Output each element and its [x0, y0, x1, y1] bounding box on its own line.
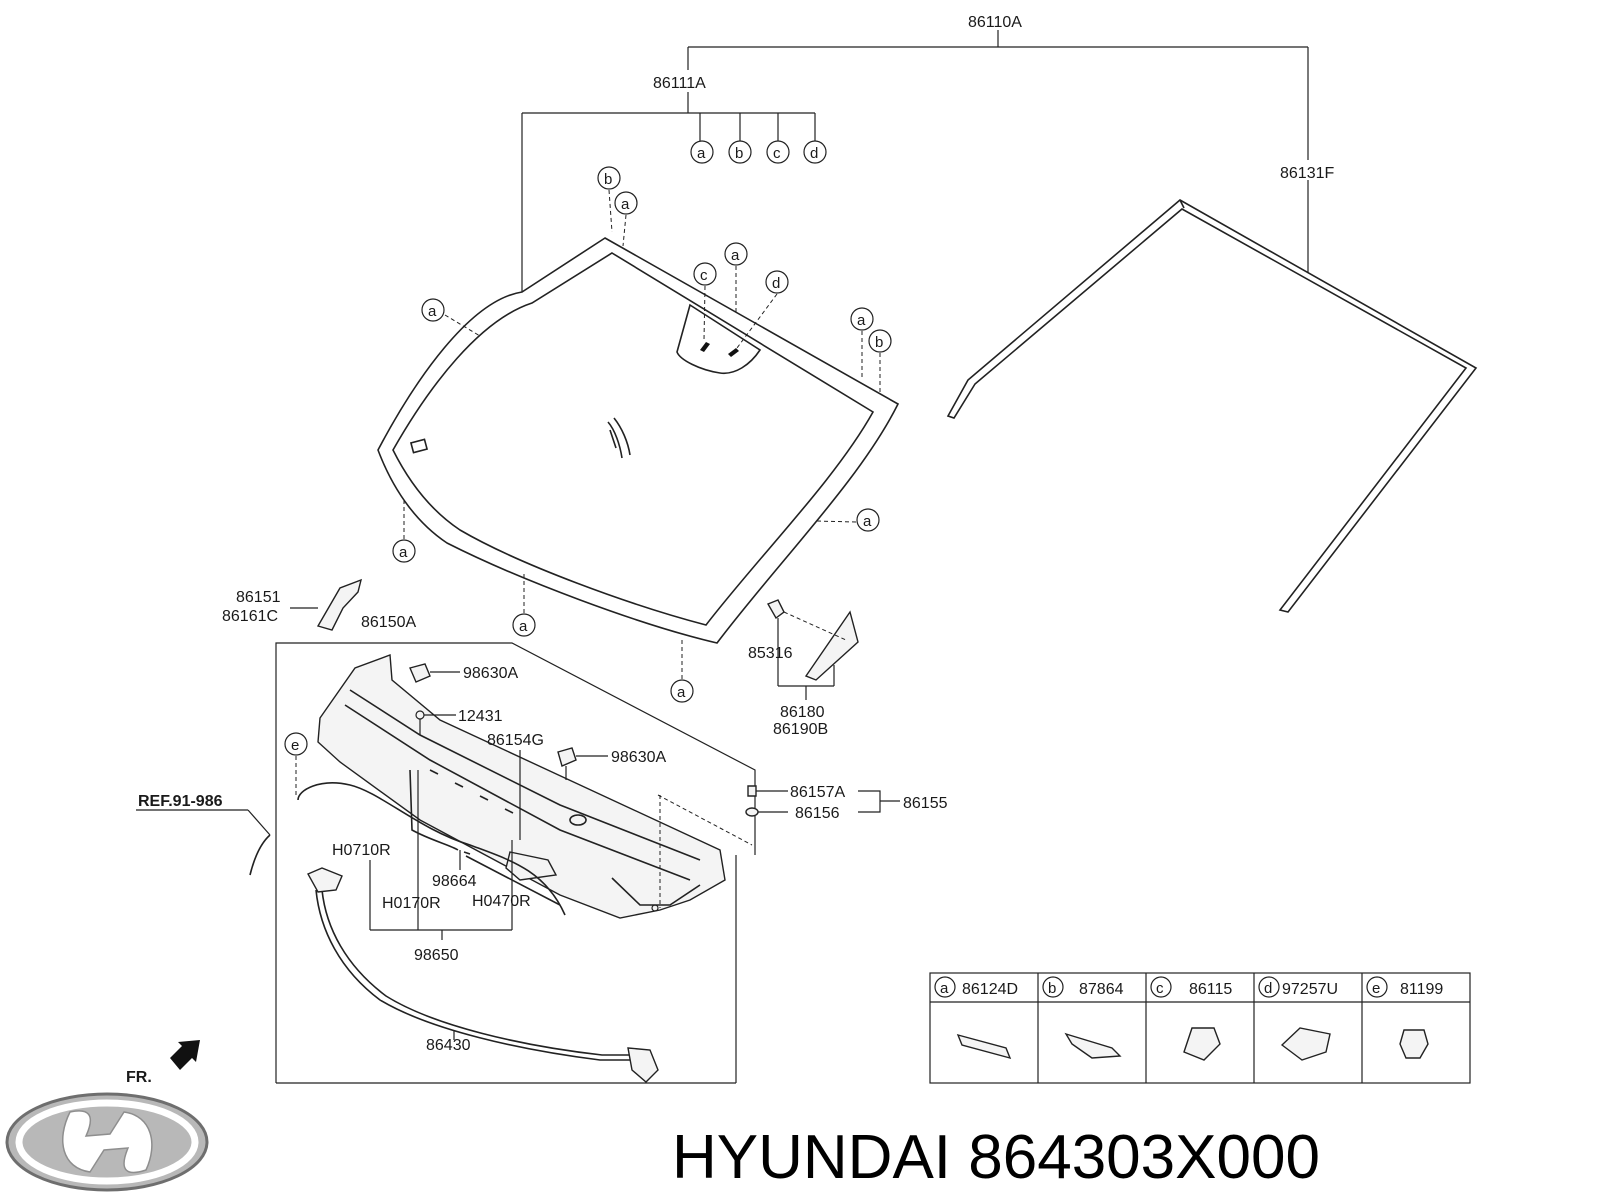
label-98630A-2: 98630A: [611, 749, 666, 766]
callout-c-top: c: [766, 140, 790, 164]
front-direction-arrow: [170, 1040, 200, 1070]
label-98630A-1: 98630A: [463, 665, 518, 682]
washer-nozzle-1: [409, 663, 460, 683]
callout-b-ws-top: b: [597, 166, 621, 190]
svg-text:c: c: [700, 267, 708, 284]
garnish-86180: [766, 599, 859, 700]
pillar-trim-86151: [290, 578, 363, 631]
callout-a-ws-bottom: a: [512, 613, 536, 637]
callout-a-ws-right: a: [850, 307, 874, 331]
clip-81199-icon: [1399, 1029, 1429, 1059]
svg-text:a: a: [677, 684, 686, 701]
label-86155: 86155: [903, 795, 948, 812]
svg-text:d: d: [810, 145, 818, 162]
label-98650: 98650: [414, 947, 459, 964]
callout-c-ws: c: [693, 262, 717, 286]
label-86190B: 86190B: [773, 721, 828, 738]
brand-part-title: HYUNDAI 864303X000: [672, 1123, 1320, 1192]
label-98664: 98664: [432, 873, 477, 890]
svg-text:e: e: [1372, 980, 1380, 997]
svg-text:d: d: [772, 275, 780, 292]
pad-86115-icon: [1183, 1027, 1221, 1061]
legend-part-86115: 86115: [1189, 981, 1232, 998]
label-85316: 85316: [748, 645, 793, 662]
label-86110A: 86110A: [968, 14, 1022, 31]
label-86180: 86180: [780, 704, 825, 721]
svg-text:a: a: [621, 196, 630, 213]
callout-a-ws-lower-left: a: [392, 539, 416, 563]
legend-part-97257U: 97257U: [1282, 981, 1338, 998]
label-H0710R: H0710R: [332, 842, 391, 859]
cowl-seal-86430: [307, 867, 659, 1083]
label-H0170R: H0170R: [382, 895, 441, 912]
windshield-glass: [377, 237, 900, 644]
label-12431: 12431: [458, 708, 503, 725]
svg-text:a: a: [731, 247, 740, 264]
label-86154G: 86154G: [487, 732, 544, 749]
callout-a-ws-lower-right: a: [856, 508, 880, 532]
label-86131F: 86131F: [1280, 165, 1334, 182]
svg-text:e: e: [291, 737, 299, 754]
callout-a-ws-bottom-right: a: [670, 679, 694, 703]
label-86151: 86151: [236, 589, 281, 606]
svg-text:c: c: [773, 145, 781, 162]
legend-part-87864: 87864: [1079, 981, 1124, 998]
legend-part-81199: 81199: [1400, 981, 1443, 998]
callout-e: e: [284, 732, 308, 756]
svg-text:a: a: [428, 303, 437, 320]
clip-86155-group: [657, 785, 900, 908]
svg-text:c: c: [1156, 980, 1164, 997]
bolt-12431: [415, 710, 456, 735]
svg-text:a: a: [857, 312, 866, 329]
label-86157A: 86157A: [790, 784, 845, 801]
callout-b-ws-right: b: [868, 329, 892, 353]
legend-cell-b: b 87864: [1042, 976, 1124, 1059]
callout-a-top: a: [690, 140, 714, 164]
label-ref-91-986: REF.91-986: [138, 793, 223, 810]
svg-text:a: a: [697, 145, 706, 162]
svg-text:b: b: [875, 334, 883, 351]
svg-text:a: a: [863, 513, 872, 530]
leader-lines-top: [521, 30, 1309, 292]
legend-cell-c: c 86115: [1150, 976, 1232, 1061]
label-86156: 86156: [795, 805, 840, 822]
callout-b-top: b: [728, 140, 752, 164]
label-86161C: 86161C: [222, 608, 278, 625]
hyundai-logo-icon: [5, 1092, 209, 1192]
legend-part-86124D: 86124D: [962, 981, 1018, 998]
clip-87864-icon: [1064, 1032, 1122, 1059]
svg-text:b: b: [604, 171, 612, 188]
svg-text:a: a: [399, 544, 408, 561]
svg-text:d: d: [1264, 980, 1272, 997]
svg-text:a: a: [519, 618, 528, 635]
bracket-97257U-icon: [1280, 1027, 1331, 1061]
legend-cell-a: a 86124D: [934, 976, 1018, 1060]
ref-hose: [136, 809, 271, 876]
legend-table: [929, 972, 1471, 1084]
windshield-moulding: [946, 199, 1478, 613]
callout-a-ws-mid: a: [724, 242, 748, 266]
callout-a-ws-top: a: [614, 191, 638, 215]
legend-cell-d: d 97257U: [1258, 976, 1338, 1061]
label-86150A: 86150A: [361, 614, 416, 631]
tape-86124D-icon: [956, 1033, 1012, 1060]
windshield-arrows: [403, 189, 881, 679]
washer-nozzle-2: [557, 747, 608, 780]
cowl-frame: [275, 642, 756, 1084]
svg-text:a: a: [940, 980, 949, 997]
callout-d-ws: d: [765, 270, 789, 294]
legend-cell-e: e 81199: [1366, 976, 1443, 1059]
svg-text:b: b: [735, 145, 743, 162]
label-front: FR.: [126, 1069, 152, 1086]
label-86111A: 86111A: [653, 75, 706, 92]
cowl-top-cover: [317, 654, 726, 919]
svg-text:b: b: [1048, 980, 1056, 997]
label-H0470R: H0470R: [472, 893, 531, 910]
label-86430: 86430: [426, 1037, 471, 1054]
callout-d-top: d: [803, 140, 827, 164]
hose-leaders: [369, 770, 513, 940]
callout-a-ws-left: a: [421, 298, 445, 322]
